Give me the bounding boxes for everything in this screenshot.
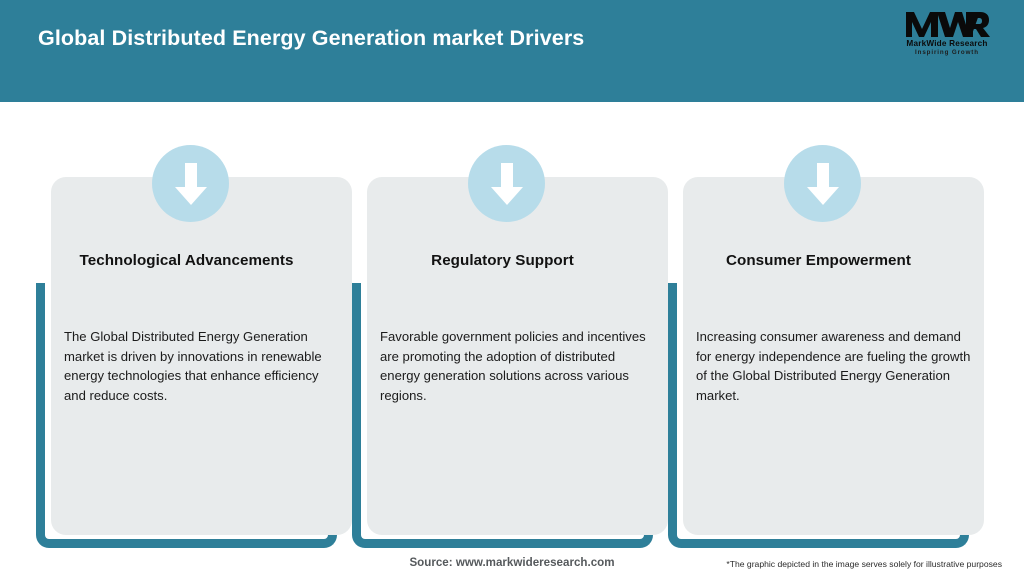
driver-card: Regulatory Support Favorable government … [352,102,672,548]
driver-card: Consumer Empowerment Increasing consumer… [668,102,988,548]
logo-company-name: MarkWide Research [906,39,988,48]
driver-cards-container: Technological Advancements The Global Di… [0,102,1024,548]
arrow-down-icon [784,145,861,222]
brand-logo: MarkWide Research Inspiring Growth [892,9,1002,61]
card-body-text: The Global Distributed Energy Generation… [64,329,322,403]
card-body-text: Favorable government policies and incent… [380,329,646,403]
card-panel [683,177,984,535]
driver-card: Technological Advancements The Global Di… [36,102,356,548]
mwr-logo-icon [906,12,990,37]
card-title: Regulatory Support [431,252,574,269]
card-title: Consumer Empowerment [726,252,911,269]
arrow-down-icon [468,145,545,222]
logo-tagline: Inspiring Growth [915,49,979,56]
arrow-down-glyph [174,162,207,205]
page-title: Global Distributed Energy Generation mar… [38,26,585,50]
card-body-text: Increasing consumer awareness and demand… [696,329,971,403]
arrow-down-icon [152,145,229,222]
arrow-down-glyph [806,162,839,205]
arrow-down-glyph [490,162,523,205]
card-title: Technological Advancements [79,252,294,269]
disclaimer-label: *The graphic depicted in the image serve… [726,559,1002,569]
card-panel [51,177,352,535]
card-panel [367,177,668,535]
source-label: Source: www.markwideresearch.com [409,556,615,569]
header-band: Global Distributed Energy Generation mar… [0,0,1024,102]
